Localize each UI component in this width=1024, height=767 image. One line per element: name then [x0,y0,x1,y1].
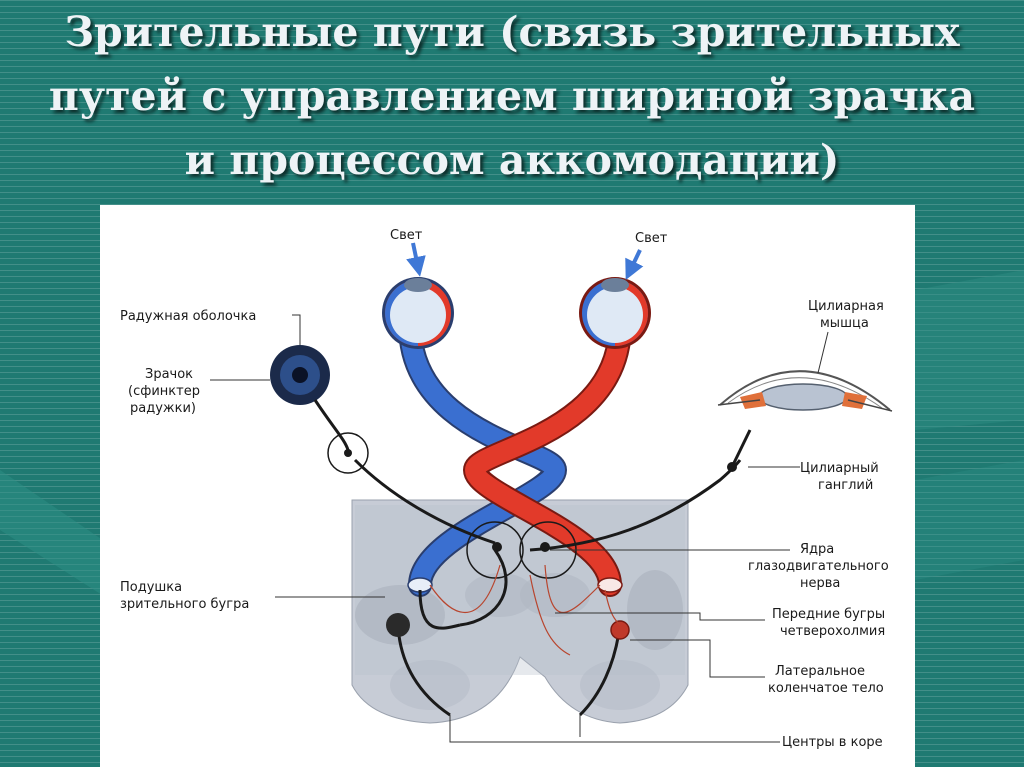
pulvinar-label-line-1: Подушка [120,580,182,595]
optic-pathways [398,313,632,597]
nucleus-dot-right [540,542,550,552]
synapse-circle-left [327,432,369,474]
lateral-geniculate-body [610,620,630,640]
lgn-label-line-1: Латеральное [775,664,865,679]
ciliary-ganglion-label-line-2: ганглий [818,478,873,493]
nucleus-dot-left [492,542,502,552]
light-label-left: Свет [390,228,423,243]
light-label-right: Свет [635,231,668,246]
title-line-3: и процессом аккомодации) [184,136,840,184]
title-line-2: путей с управлением шириной зрачка [48,72,976,120]
ciliary-ganglion-label-line-1: Цилиарный [800,461,879,476]
brain-section [351,499,689,724]
nuclei-label-line-3: нерва [800,576,840,591]
ciliary-muscle-label-line-1: Цилиарная [808,299,884,314]
light-arrow-right [625,249,644,281]
synapse-dot-left [344,449,352,457]
pupil-label-line-2: (сфинктер [128,384,200,399]
leader-lines [210,314,829,743]
thin-red-fibers [429,564,621,656]
slide-title: Зрительные пути (связь зрительных путей … [20,0,1004,192]
iris-illustration [270,345,330,405]
pupil-label-line-3: радужки) [130,401,196,416]
visual-pathways-diagram: Свет Свет Радужная оболочка Зрачок (сфин… [100,205,915,767]
iris-label: Радужная оболочка [120,309,256,324]
nucleus-circle-left [466,521,524,579]
light-arrow-left [406,242,426,277]
ciliary-nerve [730,429,752,468]
pupillary-reflex-pathway [313,399,742,717]
ciliary-muscle-label-line-2: мышца [820,316,869,331]
nuclei-label-line-1: Ядра [800,542,834,557]
pulvinar-label-line-2: зрительного бугра [120,597,249,612]
colliculi-label-line-1: Передние бугры [772,607,885,622]
colliculi-label-line-2: четверохолмия [780,624,885,639]
pupil-label-line-1: Зрачок [145,367,193,382]
title-line-1: Зрительные пути (связь зрительных [64,8,960,56]
eyeball-left [382,277,454,349]
cortex-label: Центры в коре [782,735,883,750]
ciliary-lens-illustration [717,370,893,412]
lgn-label-line-2: коленчатое тело [768,681,884,696]
nuclei-label-line-2: глазодвигательного [748,559,889,574]
eyeball-right [579,277,651,349]
diagram-canvas: Свет Свет Радужная оболочка Зрачок (сфин… [120,228,893,750]
pulvinar-body [386,613,410,637]
